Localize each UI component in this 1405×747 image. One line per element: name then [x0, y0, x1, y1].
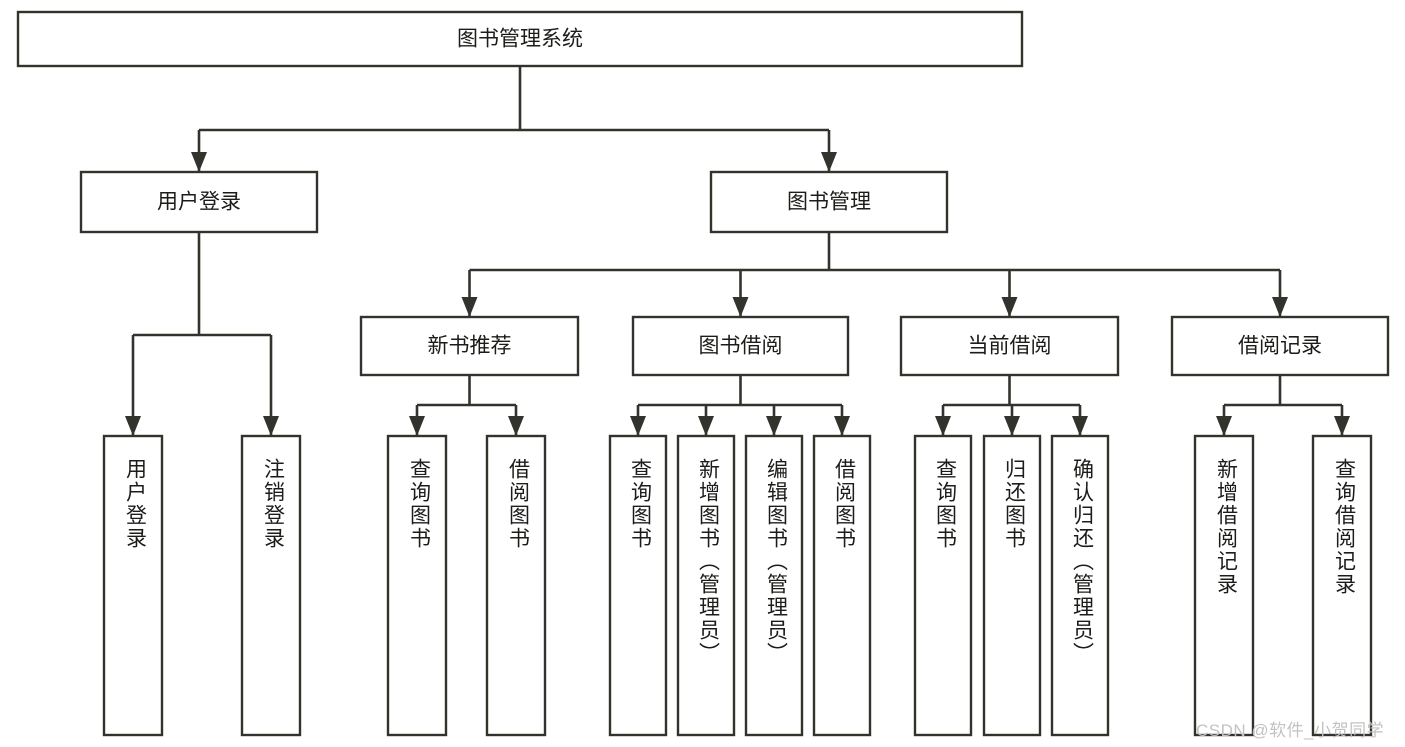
- node-box-user-login: [79, 170, 319, 234]
- node-user-login[interactable]: 用户登录: [79, 170, 319, 234]
- node-box-cur-query-book: [913, 434, 973, 737]
- node-label-book-management: 图书管理: [787, 191, 871, 214]
- node-rec-borrow-book[interactable]: 借阅图书: [485, 434, 547, 737]
- node-label-borrow-add-book: 新增图书（管理员）: [696, 458, 720, 665]
- arrow-head-borrow-edit-book: [766, 416, 782, 436]
- node-box-current-borrow: [899, 315, 1120, 377]
- node-rec-query-record[interactable]: 查询借阅记录: [1311, 434, 1373, 737]
- node-box-rec-borrow-book: [485, 434, 547, 737]
- node-box-cur-confirm-return: [1050, 434, 1110, 737]
- arrow-head-borrow-query-book: [630, 416, 646, 436]
- arrow-head-book-management: [821, 152, 837, 172]
- arrow-head-cur-confirm-return: [1072, 416, 1088, 436]
- node-box-borrow-borrow-book: [812, 434, 872, 737]
- node-label-book-borrow: 图书借阅: [699, 335, 783, 358]
- node-box-cur-return-book: [982, 434, 1042, 737]
- node-current-borrow[interactable]: 当前借阅: [899, 315, 1120, 377]
- node-box-book-borrow: [631, 315, 850, 377]
- node-label-rec-query-record: 查询借阅记录: [1332, 458, 1356, 596]
- node-box-borrow-add-book: [676, 434, 736, 737]
- arrow-head-new-book-recommend: [461, 297, 478, 317]
- node-label-rec-add-record: 新增借阅记录: [1214, 458, 1238, 596]
- arrow-head-cur-return-book: [1004, 416, 1020, 436]
- node-box-root: [16, 10, 1024, 68]
- node-rec-query-book[interactable]: 查询图书: [386, 434, 448, 737]
- node-label-new-book-recommend: 新书推荐: [428, 335, 512, 358]
- arrow-head-rec-query-record: [1334, 416, 1350, 436]
- csdn-watermark: CSDN @软件_小贺同学: [1196, 721, 1385, 740]
- node-cur-confirm-return[interactable]: 确认归还（管理员）: [1050, 434, 1110, 737]
- node-label-current-borrow: 当前借阅: [968, 335, 1052, 358]
- node-label-root: 图书管理系统: [457, 28, 583, 51]
- node-box-borrow-records: [1170, 315, 1390, 377]
- node-label-cur-return-book: 归还图书: [1002, 458, 1026, 550]
- node-label-rec-query-book: 查询图书: [407, 458, 431, 550]
- arrow-head-user-logout: [263, 416, 279, 436]
- arrow-head-borrow-add-book: [698, 416, 714, 436]
- node-label-cur-query-book: 查询图书: [933, 458, 957, 550]
- node-label-borrow-borrow-book: 借阅图书: [832, 458, 856, 550]
- arrow-head-rec-add-record: [1216, 416, 1232, 436]
- node-label-cur-confirm-return: 确认归还（管理员）: [1070, 458, 1094, 665]
- node-new-book-recommend[interactable]: 新书推荐: [359, 315, 580, 377]
- node-label-user-logout: 注销登录: [261, 458, 285, 550]
- arrow-head-cur-query-book: [935, 416, 951, 436]
- arrow-head-rec-borrow-book: [508, 416, 524, 436]
- node-label-borrow-records: 借阅记录: [1238, 335, 1322, 358]
- node-user-login-do[interactable]: 用户登录: [102, 434, 164, 737]
- node-box-book-management: [709, 170, 949, 234]
- arrow-head-user-login: [191, 152, 207, 172]
- arrow-head-rec-query-book: [409, 416, 425, 436]
- arrow-head-borrow-records: [1272, 297, 1288, 317]
- node-borrow-edit-book[interactable]: 编辑图书（管理员）: [744, 434, 804, 737]
- node-label-user-login-do: 用户登录: [123, 458, 147, 550]
- node-user-logout[interactable]: 注销登录: [240, 434, 302, 737]
- node-label-rec-borrow-book: 借阅图书: [506, 458, 530, 550]
- node-root[interactable]: 图书管理系统: [16, 10, 1024, 68]
- arrow-head-borrow-borrow-book: [834, 416, 850, 436]
- connector-layer: [125, 66, 1350, 436]
- node-box-new-book-recommend: [359, 315, 580, 377]
- arrow-head-book-borrow: [732, 297, 749, 317]
- node-book-borrow[interactable]: 图书借阅: [631, 315, 850, 377]
- node-box-user-login-do: [102, 434, 164, 737]
- node-label-borrow-query-book: 查询图书: [628, 458, 652, 550]
- node-borrow-add-book[interactable]: 新增图书（管理员）: [676, 434, 736, 737]
- node-box-user-logout: [240, 434, 302, 737]
- node-layer: 图书管理系统用户登录用户登录注销登录图书管理新书推荐查询图书借阅图书图书借阅查询…: [16, 10, 1390, 737]
- arrow-head-user-login-do: [125, 416, 141, 436]
- node-box-rec-query-book: [386, 434, 448, 737]
- node-box-rec-add-record: [1193, 434, 1255, 737]
- node-cur-query-book[interactable]: 查询图书: [913, 434, 973, 737]
- node-book-management[interactable]: 图书管理: [709, 170, 949, 234]
- arrow-head-current-borrow: [1001, 297, 1018, 317]
- node-box-rec-query-record: [1311, 434, 1373, 737]
- node-label-borrow-edit-book: 编辑图书（管理员）: [764, 458, 788, 665]
- node-cur-return-book[interactable]: 归还图书: [982, 434, 1042, 737]
- node-borrow-records[interactable]: 借阅记录: [1170, 315, 1390, 377]
- node-box-borrow-query-book: [608, 434, 668, 737]
- node-box-borrow-edit-book: [744, 434, 804, 737]
- node-borrow-query-book[interactable]: 查询图书: [608, 434, 668, 737]
- node-borrow-borrow-book[interactable]: 借阅图书: [812, 434, 872, 737]
- node-rec-add-record[interactable]: 新增借阅记录: [1193, 434, 1255, 737]
- node-label-user-login: 用户登录: [157, 191, 241, 214]
